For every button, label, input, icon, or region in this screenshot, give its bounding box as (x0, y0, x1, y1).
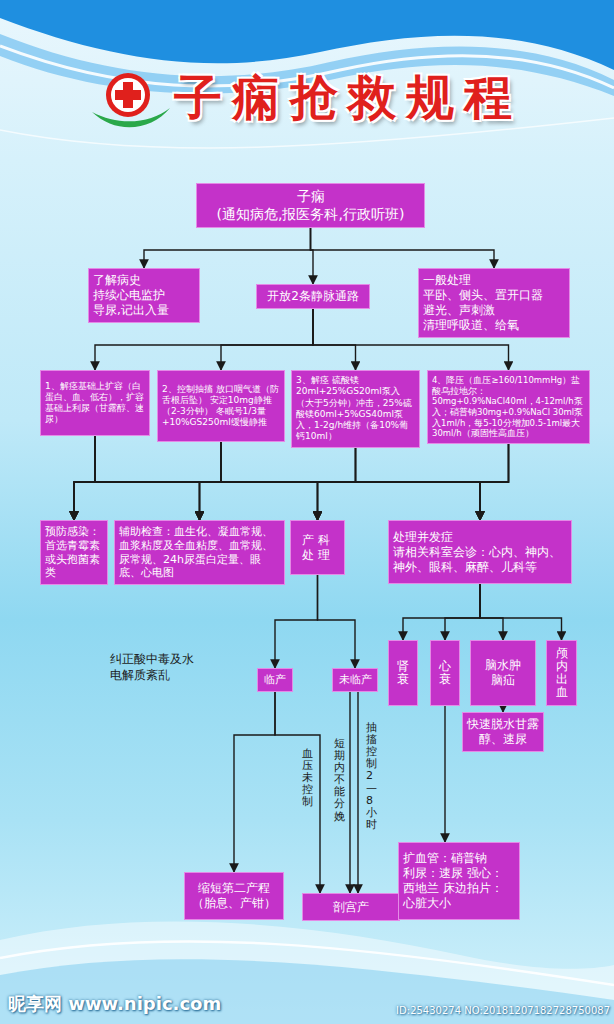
process-box: 肾衰 (388, 640, 418, 706)
connector-arrow (313, 309, 356, 370)
connector-arrow (74, 448, 356, 521)
node-text: 一般处理 (423, 273, 565, 288)
hospital-logo (92, 73, 170, 127)
process-box: 处理并发症请相关科室会诊：心内、神内、神外、眼科、麻醉、儿科等 (388, 520, 572, 584)
node-text: 扩血管：硝普钠 利尿：速尿 强心：西地兰 床边拍片：心脏大小 (403, 851, 515, 911)
node-text: 快速脱水甘露醇、速尿 (467, 717, 539, 747)
connector-arrow (200, 442, 222, 520)
connector-arrow (480, 584, 503, 640)
connector-arrow (74, 436, 95, 520)
node-text: 开放2条静脉通路 (261, 289, 365, 304)
node-text: 辅助检查：血生化、凝血常规、血浆粘度及全血粘度、血常规、尿常规、24h尿蛋白定量… (119, 525, 280, 580)
connector-arrow (403, 584, 480, 640)
note-text: 纠正酸中毒及水电解质紊乱 (110, 652, 196, 683)
node-text: 1、解痉基础上扩容（白蛋白、血、低右），扩容基础上利尿（甘露醇、速尿） (45, 381, 145, 426)
node-text: 未临产 (337, 673, 373, 687)
connector-arrow (349, 692, 350, 893)
watermark: 昵享网 www.nipic.com (8, 992, 248, 1015)
connector-arrow (200, 448, 356, 521)
connector-arrow (480, 584, 562, 640)
watermark-id: ID:25430274 NO:20181207182728750087 (378, 1004, 610, 1017)
connector-arrow (95, 436, 480, 520)
node-text: 剖宫产 (307, 900, 395, 915)
bottom-wave (0, 921, 614, 1024)
process-box: 临产 (257, 668, 293, 692)
connector-arrow (480, 444, 509, 520)
node-text: 平卧、侧头、置开口器 避光、声刺激 清理呼吸道、给氧 (423, 288, 565, 333)
process-box: 脑水肿 脑疝 (470, 640, 536, 706)
connector-arrow (221, 309, 313, 370)
process-box: 4、降压（血压≥160/110mmHg）盐酸乌拉地尔：50mg+0.9%NaCl… (427, 370, 590, 444)
edge-label: 短期内不能分娩 (334, 738, 345, 823)
connector-arrow (356, 448, 481, 521)
connector-arrow (275, 692, 320, 893)
process-box: 心衰 (430, 640, 460, 706)
process-box: 3、解痉 硫酸镁20ml+25%GS20ml泵入（大于5分钟）冲击，25%硫酸镁… (291, 370, 420, 448)
connector-arrow (318, 575, 356, 668)
process-box: 颅内出血 (546, 640, 577, 706)
connector-arrow (144, 228, 311, 268)
node-text: 心衰 (439, 660, 451, 686)
node-text: 预防感染：首选青霉素或头孢菌素类 (45, 525, 103, 580)
connector-arrow (357, 692, 358, 893)
node-text: 4、降压（血压≥160/110mmHg）盐酸乌拉地尔：50mg+0.9%NaCl… (432, 375, 585, 439)
node-text: 临产 (262, 673, 288, 687)
process-box: 了解病史 持续心电监护 导尿,记出入量 (88, 268, 200, 323)
process-box: 预防感染：首选青霉素或头孢菌素类 (40, 520, 108, 585)
process-box: 1、解痉基础上扩容（白蛋白、血、低右），扩容基础上利尿（甘露醇、速尿） (40, 370, 150, 436)
connector-arrow (275, 575, 318, 668)
edge-label: 抽搐控制2—8小时 (366, 722, 377, 831)
bottom-swoosh (0, 941, 614, 985)
process-box: 缩短第二产程（胎息、产钳） (184, 872, 284, 920)
node-text: 子痫 (201, 188, 420, 206)
node-text: 脑水肿 脑疝 (475, 658, 531, 688)
process-box: 2、控制抽搐 放口咽气道（防舌根后坠） 安定10mg静推（2-3分钟） 冬眠号1… (157, 370, 285, 442)
connector-arrow (74, 444, 509, 520)
connector-arrow (311, 228, 495, 268)
title-box: 子痫(通知病危,报医务科,行政听班) (196, 183, 425, 228)
connector-arrow (444, 706, 445, 842)
connector-arrow (95, 436, 318, 520)
page-title: 子痫抢救规程 (174, 66, 522, 130)
node-text: 肾衰 (397, 660, 409, 686)
connector-arrow (95, 436, 200, 520)
process-box: 一般处理平卧、侧头、置开口器 避光、声刺激 清理呼吸道、给氧 (418, 268, 570, 338)
node-text: 颅内出血 (556, 647, 568, 700)
process-box: 剖宫产 (302, 893, 400, 921)
node-text: 2、控制抽搐 放口咽气道（防舌根后坠） 安定10mg静推（2-3分钟） 冬眠号1… (162, 384, 280, 429)
connector-arrow (221, 442, 480, 520)
connector-arrow (221, 442, 318, 520)
connector-arrow (234, 692, 275, 872)
connector-arrow (200, 444, 509, 520)
connector-arrow (445, 584, 480, 640)
connector-arrow (318, 444, 509, 520)
process-box: 开放2条静脉通路 (256, 284, 370, 309)
connector-arrow (318, 448, 356, 521)
node-text: 请相关科室会诊：心内、神内、神外、眼科、麻醉、儿科等 (393, 545, 567, 575)
node-text: (通知病危,报医务科,行政听班) (201, 206, 420, 224)
process-box: 快速脱水甘露醇、速尿 (462, 712, 544, 752)
node-text: 缩短第二产程（胎息、产钳） (189, 881, 279, 911)
node-text: 了解病史 持续心电监护 导尿,记出入量 (93, 273, 195, 318)
node-text: 处理并发症 (393, 530, 567, 545)
process-box: 未临产 (332, 668, 378, 692)
process-box: 扩血管：硝普钠 利尿：速尿 强心：西地兰 床边拍片：心脏大小 (398, 842, 520, 920)
node-text: 产科 处理 (295, 533, 340, 563)
process-box: 辅助检查：血生化、凝血常规、血浆粘度及全血粘度、血常规、尿常规、24h尿蛋白定量… (114, 520, 285, 585)
node-text: 3、解痉 硫酸镁20ml+25%GS20ml泵入（大于5分钟）冲击，25%硫酸镁… (296, 375, 415, 443)
edge-label: 血压未控制 (302, 748, 313, 808)
process-box: 产科 处理 (290, 520, 345, 575)
bottom-wave-2 (0, 959, 614, 1024)
